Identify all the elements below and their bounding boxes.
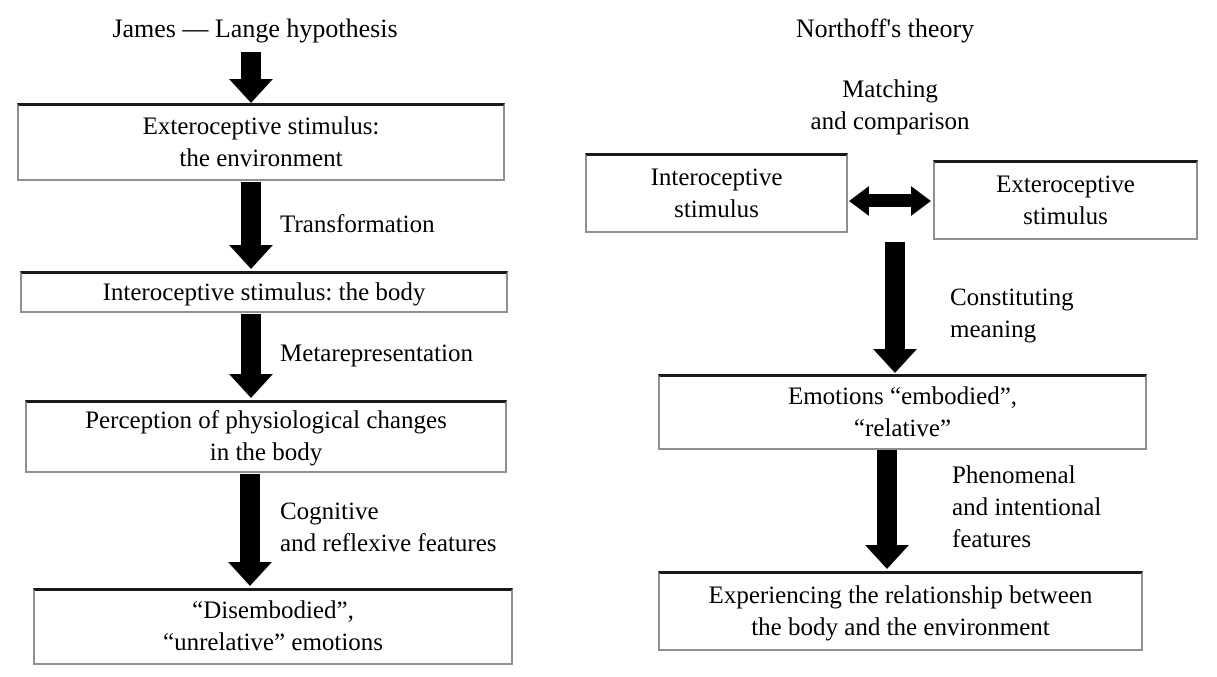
arrow-label-line: and reflexive features <box>280 530 497 557</box>
arrow-head <box>229 245 273 269</box>
arrow-label-line: features <box>952 526 1032 553</box>
arrow-head <box>228 562 272 586</box>
box-interoceptive-stimulus: Interoceptive stimulus <box>585 153 848 233</box>
box-experiencing-relationship: Experiencing the relationship between th… <box>658 571 1143 651</box>
left-column-title: James — Lange hypothesis <box>112 14 398 43</box>
arrow-label-line: and intentional <box>952 494 1102 521</box>
box-perception-physiological-changes: Perception of physiological changes in t… <box>25 400 507 473</box>
arrow-label-cognitive-reflexive: Cognitive and reflexive features <box>280 496 497 560</box>
arrow-label-constituting-meaning: Constituting meaning <box>950 282 1074 346</box>
arrow-head <box>229 79 273 103</box>
right-column-title: Northoff's theory <box>795 14 975 43</box>
box-interoceptive-stimulus-body: Interoceptive stimulus: the body <box>20 271 508 313</box>
arrow-label-line: Constituting <box>950 284 1074 311</box>
label-matching-comparison: Matching and comparison <box>740 74 1040 138</box>
arrow-stem <box>241 52 261 80</box>
arrow-stem <box>241 182 261 246</box>
label-line: Matching <box>842 76 938 103</box>
box-text-line: in the body <box>209 439 323 466</box>
box-text-line: “Disembodied”, <box>192 597 354 625</box>
arrow-head <box>873 349 917 373</box>
box-text-line: stimulus <box>1023 202 1108 230</box>
box-emotions-embodied-relative: Emotions “embodied”, “relative” <box>658 374 1147 450</box>
arrow-head <box>849 186 869 216</box>
box-text-line: Perception of physiological changes <box>85 407 447 435</box>
arrow-label-metarepresentation: Metarepresentation <box>280 340 473 367</box>
arrow-stem <box>241 314 261 375</box>
box-text-line: “relative” <box>853 414 952 442</box>
box-text-line: the body and the environment <box>751 613 1050 641</box>
arrow-stem <box>885 242 905 350</box>
arrow-label-line: meaning <box>950 316 1037 343</box>
box-text-line: stimulus <box>674 195 759 223</box>
arrow-label-line: Phenomenal <box>952 462 1076 489</box>
label-line: and comparison <box>810 108 970 135</box>
box-text-line: “unrelative” emotions <box>162 629 384 656</box>
box-text-line: Emotions “embodied”, <box>787 382 1018 410</box>
arrow-head <box>865 545 909 569</box>
box-text-line: Interoceptive stimulus: the body <box>102 278 426 306</box>
box-text-line: Exteroceptive stimulus: <box>142 112 380 140</box>
box-text-line: Exteroceptive <box>996 170 1135 198</box>
box-text-line: Experiencing the relationship between <box>708 581 1093 609</box>
arrow-label-line: Cognitive <box>280 498 379 525</box>
box-disembodied-unrelative-emotions: “Disembodied”, “unrelative” emotions <box>33 588 513 665</box>
arrow-stem <box>240 474 260 563</box>
arrow-label-transformation: Transformation <box>280 211 435 238</box>
arrow-stem <box>877 450 897 546</box>
arrow-label-phenomenal-intentional: Phenomenal and intentional features <box>952 460 1101 556</box>
box-exteroceptive-stimulus: Exteroceptive stimulus <box>933 160 1198 240</box>
box-exteroceptive-stimulus-environment: Exteroceptive stimulus: the environment <box>17 103 505 181</box>
box-text-line: the environment <box>179 144 343 172</box>
box-text-line: Interoceptive <box>650 163 783 191</box>
arrow-head <box>911 186 931 216</box>
arrow-stem <box>868 194 912 207</box>
arrow-head <box>229 374 273 398</box>
